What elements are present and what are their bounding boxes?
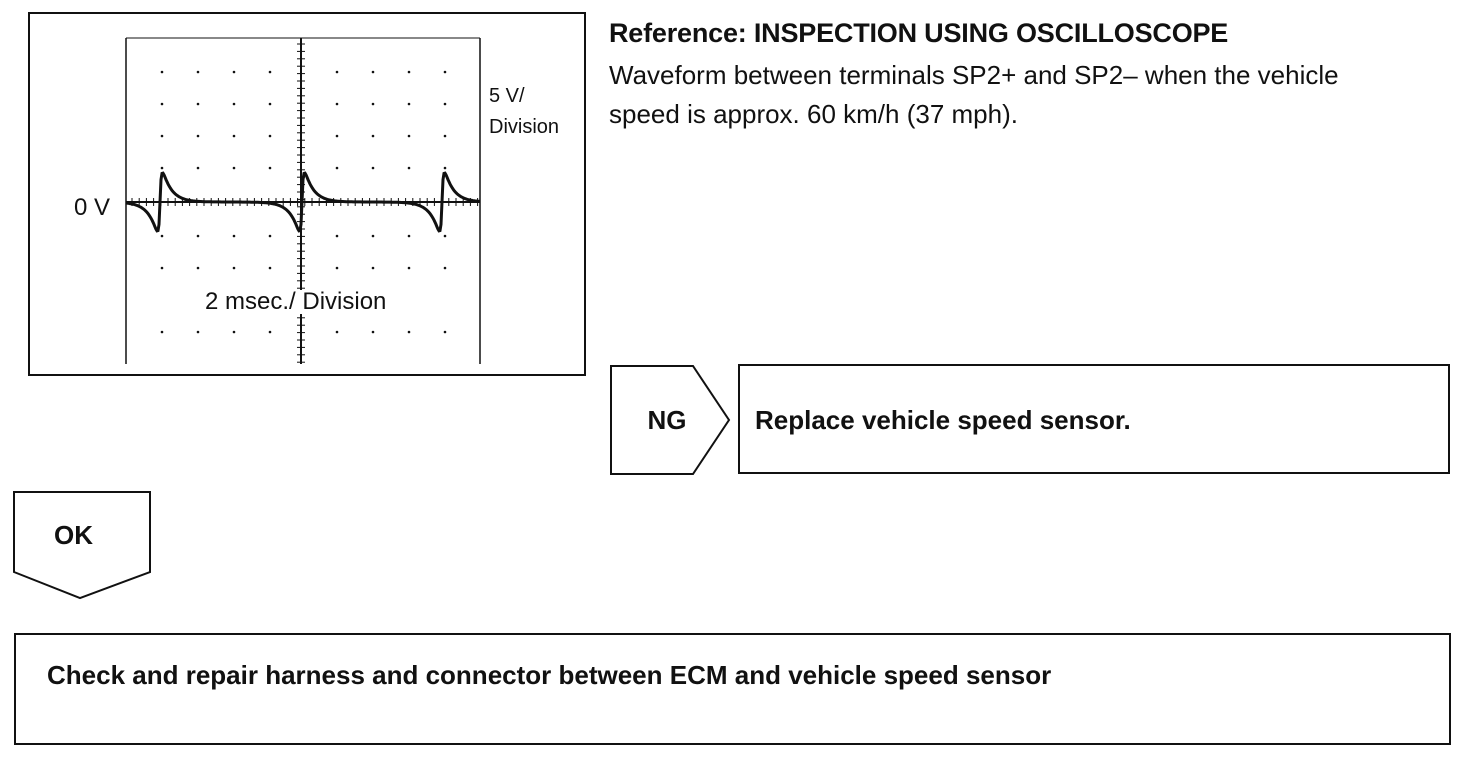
grid-dot	[443, 102, 447, 106]
scope-waveform	[125, 171, 481, 233]
grid-dot	[196, 166, 200, 170]
grid-dot	[268, 266, 272, 270]
grid-dot	[232, 330, 236, 334]
volts-per-division-label-2: Division	[489, 116, 560, 138]
ok-label: OK	[54, 520, 93, 550]
grid-dot	[335, 330, 339, 334]
grid-dot	[232, 234, 236, 238]
grid-dot	[160, 102, 164, 106]
grid-dot	[443, 134, 447, 138]
grid-dot	[196, 102, 200, 106]
grid-dot	[196, 330, 200, 334]
ng-label: NG	[647, 405, 687, 435]
grid-dot	[443, 266, 447, 270]
grid-dot	[335, 134, 339, 138]
grid-dot	[232, 70, 236, 74]
grid-dot	[232, 134, 236, 138]
grid-dot	[268, 102, 272, 106]
ok-arrow-shape	[13, 491, 151, 600]
grid-dot	[268, 134, 272, 138]
grid-dot	[443, 330, 447, 334]
grid-dot	[407, 102, 411, 106]
grid-dot	[335, 234, 339, 238]
grid-dot	[268, 234, 272, 238]
zero-volt-label: 0 V	[74, 194, 111, 221]
grid-dot	[443, 70, 447, 74]
grid-dot	[335, 102, 339, 106]
grid-dot	[196, 134, 200, 138]
grid-dot	[407, 134, 411, 138]
ng-arrow-shape	[610, 365, 731, 475]
grid-dot	[443, 166, 447, 170]
grid-dot	[268, 330, 272, 334]
ok-action-box	[14, 633, 1451, 745]
grid-dot	[443, 234, 447, 238]
grid-dot	[371, 134, 375, 138]
grid-dot	[371, 70, 375, 74]
grid-dot	[160, 134, 164, 138]
grid-dot	[196, 234, 200, 238]
grid-dot	[232, 102, 236, 106]
grid-dot	[407, 266, 411, 270]
grid-dot	[371, 330, 375, 334]
grid-dot	[160, 234, 164, 238]
grid-dot	[335, 70, 339, 74]
reference-description-line-2: speed is approx. 60 km/h (37 mph).	[609, 99, 1018, 129]
grid-dot	[160, 70, 164, 74]
ng-action-text: Replace vehicle speed sensor.	[755, 405, 1131, 435]
reference-title: Reference: INSPECTION USING OSCILLOSCOPE	[609, 18, 1229, 48]
grid-dot	[160, 166, 164, 170]
grid-dot	[268, 70, 272, 74]
grid-dot	[335, 266, 339, 270]
grid-dot	[232, 266, 236, 270]
grid-dot	[268, 166, 272, 170]
reference-description-line-1: Waveform between terminals SP2+ and SP2–…	[609, 60, 1339, 90]
ng-action-box	[738, 364, 1450, 474]
grid-dot	[371, 166, 375, 170]
oscilloscope-figure	[28, 12, 586, 376]
grid-dot	[335, 166, 339, 170]
grid-dot	[196, 70, 200, 74]
grid-dot	[232, 166, 236, 170]
time-per-division-label: 2 msec./ Division	[203, 288, 389, 315]
grid-dot	[371, 102, 375, 106]
grid-dot	[407, 70, 411, 74]
grid-dot	[196, 266, 200, 270]
grid-dot	[371, 266, 375, 270]
grid-dot	[407, 166, 411, 170]
grid-dot	[407, 330, 411, 334]
grid-dot	[160, 330, 164, 334]
grid-dot	[407, 234, 411, 238]
ok-action-text: Check and repair harness and connector b…	[47, 660, 1052, 690]
grid-dot	[160, 266, 164, 270]
grid-dot	[371, 234, 375, 238]
volts-per-division-label-1: 5 V/	[489, 85, 525, 107]
